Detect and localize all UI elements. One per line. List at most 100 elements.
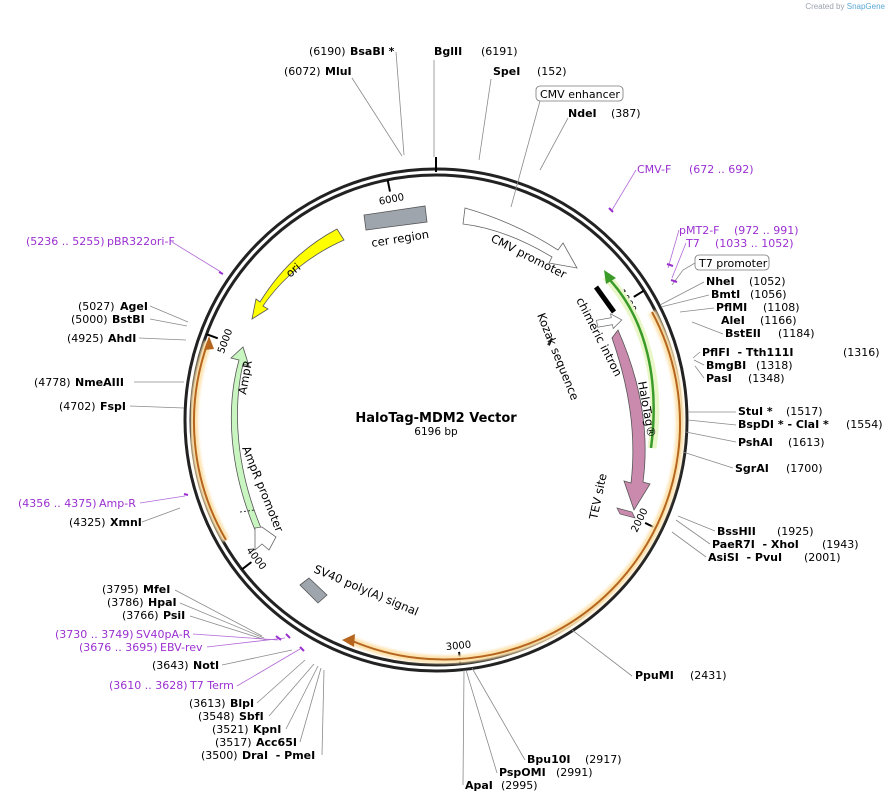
kozak-label: Kozak sequence: [534, 311, 582, 402]
site-ndei: NdeI: [568, 107, 597, 120]
site-pshai: PshAI: [738, 436, 773, 449]
cmv-enhancer-box: [535, 85, 624, 102]
ampr-feature: [230, 346, 262, 531]
site-hpai: HpaI: [148, 596, 177, 609]
site-pflmi: PflMI: [716, 301, 747, 314]
site-bspdi-clai: BspDI * - ClaI *: [738, 418, 829, 431]
site-pos-xmni: (4325): [69, 516, 106, 529]
site-pos-acc65i: (3517): [215, 736, 252, 749]
site-pos-pflfi: (1316): [843, 346, 880, 359]
primer-t7-range: (1033 .. 1052): [715, 237, 794, 250]
snapgene-credit: Created by SnapGene: [805, 2, 885, 11]
t7-promoter-box: [694, 254, 770, 271]
site-bglii: BglII: [434, 45, 462, 58]
site-nmeaiii: NmeAIII: [75, 376, 124, 389]
map-size: 6196 bp: [414, 426, 458, 438]
site-pos-bspdi: (1554): [846, 418, 883, 431]
site-spei: SpeI: [493, 65, 520, 78]
kozak-mark: [547, 337, 553, 346]
site-pos-bmgbi: (1318): [756, 359, 793, 372]
site-pos-bmti: (1056): [750, 288, 787, 301]
ampr-label: AmpR: [235, 359, 255, 395]
t7-promoter-text: T7 promoter: [698, 257, 768, 270]
t7-promoter-leader: [671, 262, 696, 286]
site-pos-mlui: (6072): [284, 65, 321, 78]
tick-label-5000: 5000: [216, 327, 235, 355]
site-paer7i-xhoi: PaeR7I - XhoI: [712, 538, 799, 551]
site-pos-pshai: (1613): [788, 436, 825, 449]
primer-cmv-f-range: (672 .. 692): [689, 163, 754, 176]
orange-feature-left: [192, 341, 227, 541]
site-asisi-pvui: AsiSI - PvuI: [708, 551, 782, 564]
site-drai-pmei: DraI - PmeI: [242, 749, 315, 762]
site-bsshii: BssHII: [717, 525, 756, 538]
cer-region-label: cer region: [370, 227, 430, 250]
site-noti: NotI: [193, 659, 219, 672]
primer-t7: T7: [685, 237, 700, 250]
site-psii: PsiI: [163, 609, 185, 622]
site-stui: StuI *: [738, 405, 773, 418]
site-pos-bglii: (6191): [481, 45, 518, 58]
site-pflfi-tth111i: PflFI - Tth111I: [702, 346, 794, 359]
site-sbfi: SbfI: [239, 710, 264, 723]
cmv-enhancer-leader: [510, 100, 541, 208]
site-pos-ppumi: (2431): [690, 669, 727, 682]
site-pos-sgrai: (1700): [786, 462, 823, 475]
site-ahdi: AhdI: [108, 332, 136, 345]
site-pos-pspomi: (2991): [556, 766, 593, 779]
site-pos-nhei: (1052): [749, 275, 786, 288]
site-labels: (6190) BsaBI * BglII (6191) (6072) MluI …: [34, 45, 883, 792]
t7-promoter-feature: [609, 279, 655, 449]
primer-pbr322ori-f-range: (5236 .. 5255): [26, 235, 105, 248]
primer-sv40pa-r-range: (3730 .. 3749): [55, 628, 134, 641]
site-pos-mfei: (3795): [102, 583, 139, 596]
tick-mark-1000: [633, 289, 645, 298]
map-title: HaloTag-MDM2 Vector: [355, 411, 517, 426]
primer-t7-term: T7 Term: [189, 679, 234, 692]
site-xmni: XmnI: [110, 516, 142, 529]
primer-marks: [183, 207, 678, 652]
ampr-promoter-feature: [254, 526, 277, 551]
primer-ebv-rev: EBV-rev: [160, 641, 203, 654]
site-pos-psii: (3766): [122, 609, 159, 622]
primer-t7-term-range: (3610 .. 3628): [109, 679, 188, 692]
site-pos-stui: (1517): [786, 405, 823, 418]
site-bstbi: BstBI: [112, 313, 145, 326]
site-pspomi: PspOMI: [499, 766, 546, 779]
site-pos-apai: (2995): [501, 779, 538, 792]
sv40-feature: [299, 577, 328, 604]
orange-feature-right: [349, 311, 682, 661]
site-pos-fspi: (4702): [59, 400, 96, 413]
primer-amp-r-range: (4356 .. 4375): [18, 497, 97, 510]
intron-arrow: [596, 313, 623, 330]
site-agei: AgeI: [120, 300, 148, 313]
snapgene-logo: SnapGene: [846, 2, 885, 11]
site-pos-noti: (3643): [152, 659, 189, 672]
site-pos-pasi: (1348): [748, 372, 785, 385]
primer-amp-r: Amp-R: [99, 497, 136, 510]
site-pos-agei: (5027): [78, 300, 115, 313]
ori-feature: [251, 228, 345, 320]
primer-pmt2-f: pMT2-F: [679, 224, 720, 237]
site-pos-hpai: (3786): [107, 596, 144, 609]
tev-site-feature: [616, 507, 636, 519]
site-blpi: BlpI: [230, 697, 254, 710]
site-mfei: MfeI: [143, 583, 170, 596]
orange-left-arrowhead: [204, 336, 214, 350]
primer-ebv-rev-range: (3676 .. 3695): [79, 641, 158, 654]
site-pos-asisi: (2001): [804, 551, 841, 564]
site-acc65i: Acc65I: [256, 736, 297, 749]
tick-mark-5000: [206, 333, 219, 340]
site-pos-bsabi: (6190): [309, 45, 346, 58]
site-pos-blpi: (3613): [189, 697, 226, 710]
cer-region-feature: [363, 205, 428, 231]
site-bmgbi: BmgBI: [706, 359, 746, 372]
primer-labels: CMV-F (672 .. 692) pMT2-F (972 .. 991) T…: [18, 163, 799, 692]
site-pos-kpni: (3521): [212, 723, 249, 736]
tick-label-3000: 3000: [445, 640, 471, 653]
ampr-boundary: [239, 509, 256, 513]
site-pos-drai: (3500): [201, 749, 238, 762]
site-pasi: PasI: [706, 372, 732, 385]
primer-cmv-f: CMV-F: [637, 163, 671, 176]
